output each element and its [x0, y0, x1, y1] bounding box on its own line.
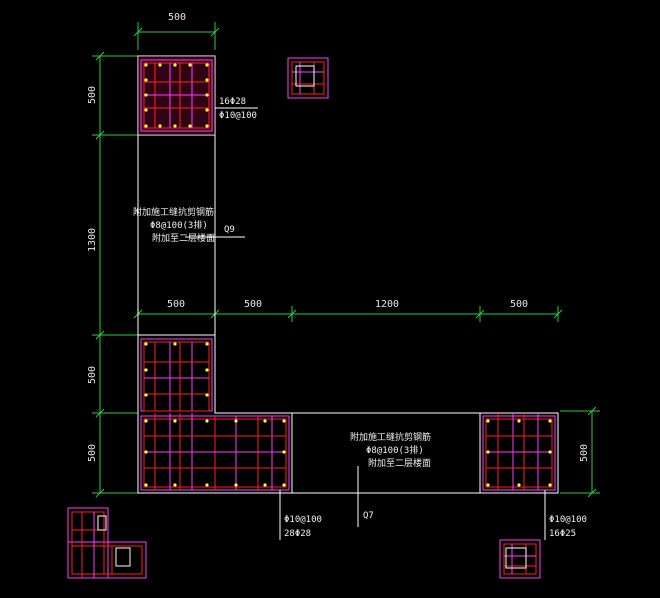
dim-left-wall: 1300 [87, 228, 98, 252]
wall-outline [137, 55, 559, 494]
label-right-main: 16Φ25 [549, 529, 576, 539]
corner-upper-rebar [140, 338, 213, 412]
label-corner-main: 28Φ28 [284, 529, 311, 539]
label-horizontal-wall-note-1: 附加施工缝抗剪钢筋 [350, 431, 431, 443]
label-right-stirrup: Φ10@100 [549, 515, 587, 525]
dim-seg-3: 1200 [375, 299, 399, 310]
corner-column-annotation: Φ10@100 28Φ28 [279, 490, 322, 540]
top-column-annotation: 16Φ28 Φ10@100 [215, 97, 258, 121]
label-vertical-wall-tag: Q9 [224, 225, 235, 235]
dim-left-lower: 500 [87, 444, 98, 462]
detail-small-bottom-left [67, 507, 147, 579]
right-column-rebar [482, 413, 556, 491]
label-vertical-wall-note-2: Φ8@100(3排) [150, 219, 208, 231]
dim-left-mid: 500 [87, 366, 98, 384]
left-dimension-chain: 500 1300 500 500 [87, 51, 138, 498]
top-dimension: 500 [133, 12, 220, 50]
label-top-column-main: 16Φ28 [219, 97, 246, 107]
corner-lower-rebar [140, 413, 290, 491]
right-column-annotation: Φ10@100 16Φ25 [544, 490, 587, 540]
right-dimension: 500 [560, 406, 600, 498]
dim-seg-2: 500 [244, 299, 262, 310]
dim-seg-4: 500 [510, 299, 528, 310]
label-top-column-stirrup: Φ10@100 [219, 111, 257, 121]
vertical-wall-annotation: 附加施工缝抗剪钢筋 Φ8@100(3排) 附加至二层楼面 Q9 [133, 206, 245, 244]
dim-seg-1: 500 [167, 299, 185, 310]
label-horizontal-wall-note-3: 附加至二层楼面 [368, 457, 431, 469]
label-vertical-wall-note-3: 附加至二层楼面 [152, 232, 215, 244]
dim-top-width: 500 [168, 12, 186, 23]
dim-right-height: 500 [579, 444, 590, 462]
horizontal-wall-annotation: 附加施工缝抗剪钢筋 Φ8@100(3排) 附加至二层楼面 Q7 [350, 431, 431, 527]
dim-left-upper: 500 [87, 86, 98, 104]
label-horizontal-wall-tag: Q7 [363, 511, 374, 521]
middle-dimension-chain: 500 500 1200 500 [133, 299, 563, 330]
label-corner-stirrup: Φ10@100 [284, 515, 322, 525]
detail-small-bottom-right [499, 539, 541, 579]
detail-small-top-right [287, 57, 329, 99]
top-column-rebar [138, 56, 215, 135]
label-horizontal-wall-note-2: Φ8@100(3排) [366, 444, 424, 456]
label-vertical-wall-note-1: 附加施工缝抗剪钢筋 [133, 206, 214, 218]
